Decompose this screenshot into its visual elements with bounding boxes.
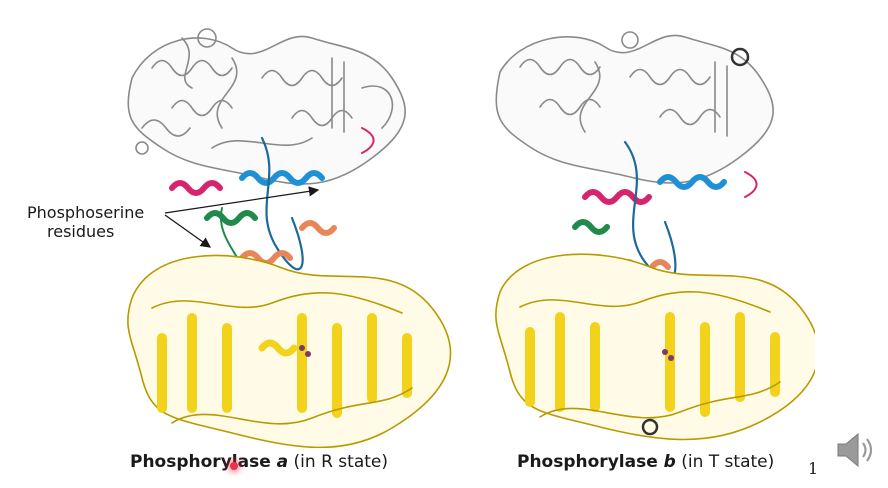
phosphoserine-annotation: Phosphoserine residues	[27, 203, 144, 241]
phosphorylase-a-structure	[127, 28, 452, 448]
annotation-line-1: Phosphoserine	[27, 203, 145, 222]
caption-a-state: (in R state)	[288, 452, 388, 472]
lower-domain	[495, 253, 815, 441]
phosphorylase-b-structure	[495, 31, 815, 441]
upper-domain	[127, 28, 406, 185]
lower-domain	[127, 254, 452, 448]
page-number: 1	[808, 459, 819, 478]
caption-b-name: Phosphorylase	[517, 452, 664, 472]
caption-phosphorylase-b: Phosphorylase b (in T state)	[517, 452, 774, 472]
caption-phosphorylase-a: Phosphorylase a (in R state)	[130, 452, 388, 472]
caption-a-name: Phosphorylase	[130, 452, 277, 472]
caption-b-state: (in T state)	[675, 452, 775, 472]
upper-domain	[495, 31, 774, 184]
caption-b-letter: b	[663, 452, 676, 472]
speaker-icon[interactable]	[834, 430, 878, 470]
caption-a-letter: a	[276, 452, 289, 472]
annotation-line-2: residues	[47, 222, 115, 241]
laser-pointer-icon	[230, 462, 238, 470]
